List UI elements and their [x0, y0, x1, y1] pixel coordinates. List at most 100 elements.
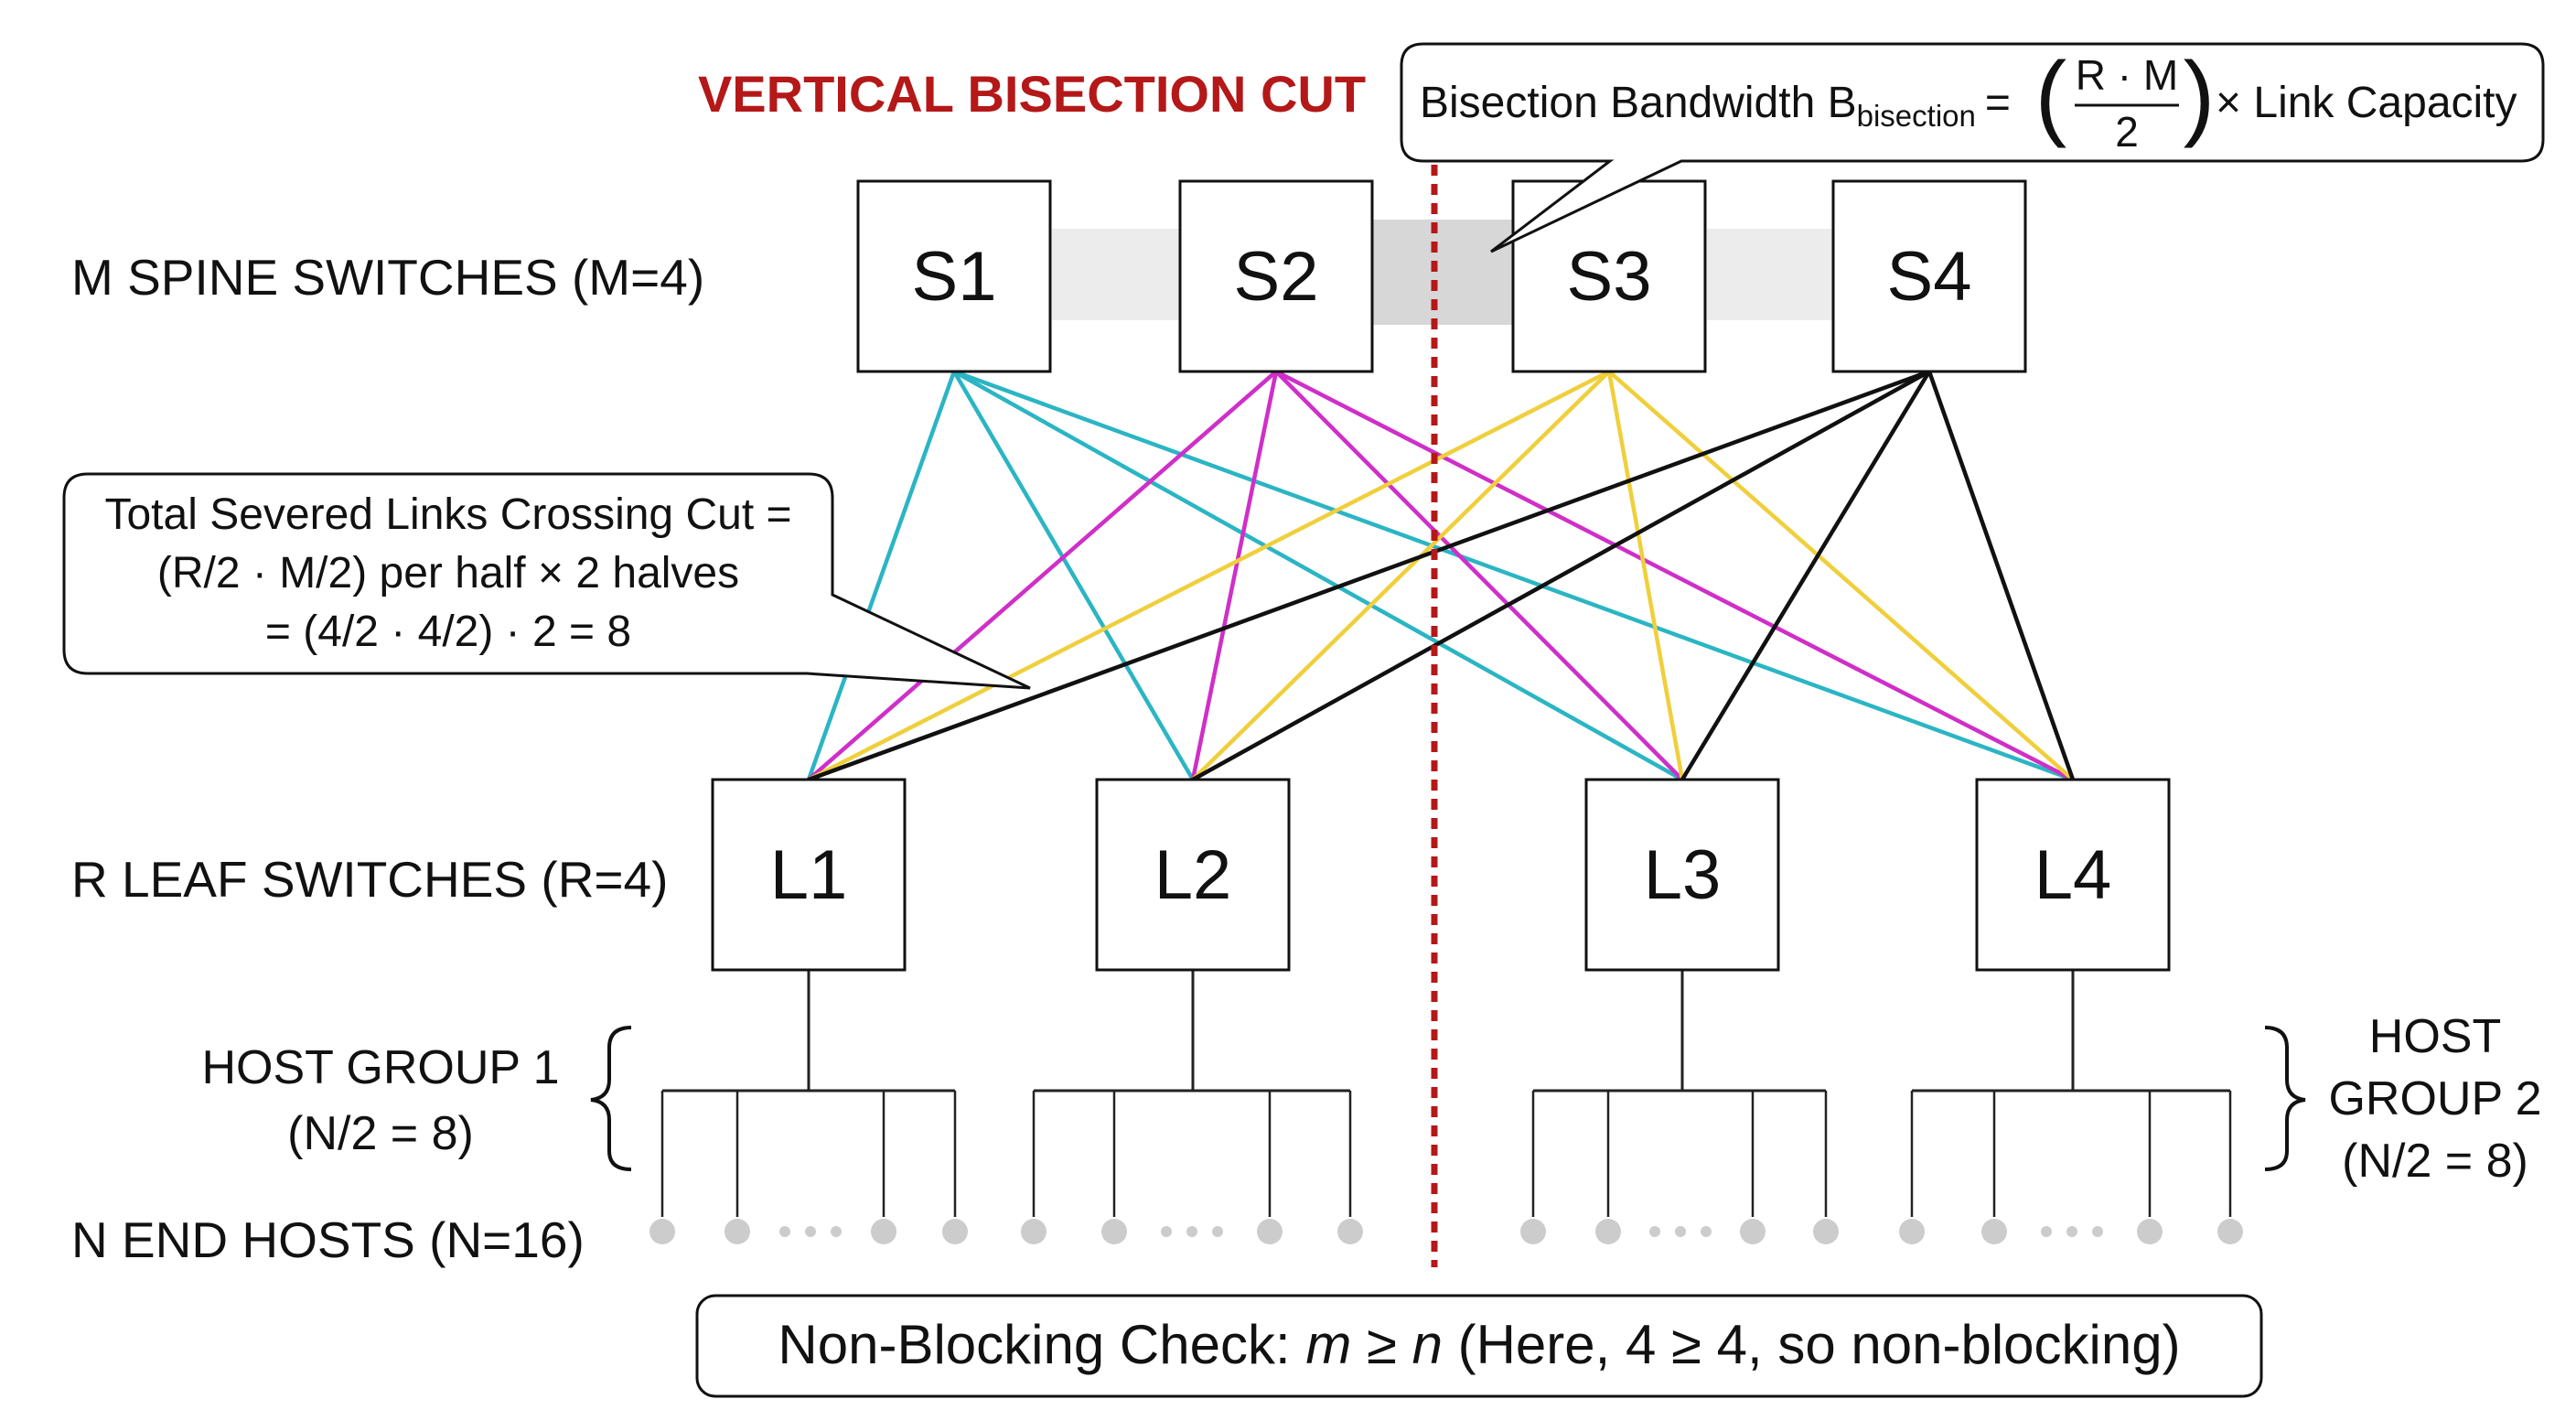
host-group-2-line-1: HOST	[2369, 1010, 2501, 1063]
link-s4-l4	[1927, 369, 2076, 782]
link-s3-l4	[1606, 369, 2076, 782]
bisection-cut-title: VERTICAL BISECTION CUT	[698, 65, 1366, 123]
host-ellipsis-dot	[1701, 1226, 1712, 1237]
check-m: m	[1305, 1314, 1351, 1375]
link-s3-l3	[1606, 369, 1685, 782]
link-s4-l3	[1680, 369, 1932, 782]
host-wiring	[660, 970, 2232, 1217]
formula-equals: =	[1985, 79, 2011, 127]
end-host	[649, 1219, 675, 1244]
host-ellipsis-dot	[1186, 1226, 1197, 1237]
check-ge: ≥	[1351, 1314, 1411, 1375]
host-group-1-count: (N/2 = 8)	[287, 1107, 474, 1160]
formula-denominator: 2	[2115, 108, 2139, 156]
spine-switch-s4: S4	[1831, 179, 2027, 373]
formula-paren-close: )	[2184, 43, 2216, 149]
severed-callout-bubble	[62, 472, 1031, 690]
formula-prefix: Bisection Bandwidth Bbisection =	[1420, 79, 2011, 133]
spine-shade-1	[1052, 229, 1180, 320]
link-s2-l3	[1273, 369, 1685, 782]
link-s1-l3	[951, 369, 1685, 782]
formula-suffix: × Link Capacity	[2216, 79, 2517, 127]
spine-label-s1: S1	[912, 238, 997, 316]
host-group-2-line-2: GROUP 2	[2328, 1072, 2541, 1125]
end-host	[1981, 1219, 2007, 1244]
host-ellipsis-dot	[805, 1226, 816, 1237]
link-s1-l1	[806, 369, 957, 782]
end-host	[1101, 1219, 1127, 1244]
end-host	[1520, 1219, 1546, 1244]
leaf-label-l1: L1	[770, 836, 848, 914]
spine-shade-2	[1372, 220, 1519, 325]
non-blocking-check-frame	[695, 1294, 2263, 1398]
host-ellipsis-dot	[1212, 1226, 1223, 1237]
link-s2-l4	[1273, 369, 2076, 782]
spine-label-s4: S4	[1887, 238, 1972, 316]
host-ellipsis-dot	[1161, 1226, 1172, 1237]
host-ellipsis-dot	[1649, 1226, 1660, 1237]
leaf-label-l4: L4	[2034, 836, 2112, 914]
formula-callout-bubble	[1400, 42, 2545, 253]
formula-main-text: Bisection Bandwidth B	[1420, 79, 1857, 127]
spine-label-s3: S3	[1567, 238, 1652, 316]
severed-line-2: (R/2 · M/2) per half × 2 halves	[157, 549, 739, 597]
leaf-row-label: R LEAF SWITCHES (R=4)	[71, 851, 668, 908]
leaf-switch-l4: L4	[1975, 778, 2171, 972]
host-group-1-brace	[590, 1026, 632, 1171]
end-hosts	[649, 1219, 2243, 1244]
host-ellipsis-dot	[1675, 1226, 1686, 1237]
link-s2-l2	[1190, 369, 1279, 782]
host-row-label: N END HOSTS (N=16)	[71, 1211, 585, 1268]
end-host	[942, 1219, 968, 1244]
end-host	[1021, 1219, 1046, 1244]
check-suffix: (Here, 4 ≥ 4, so non-blocking)	[1443, 1314, 2181, 1375]
link-s1-l2	[951, 369, 1196, 782]
end-host	[1257, 1219, 1283, 1244]
spine-label-s2: S2	[1234, 238, 1319, 316]
end-host	[1813, 1219, 1839, 1244]
link-s3-l1	[806, 369, 1612, 782]
severed-links-callout: Total Severed Links Crossing Cut = (R/2 …	[62, 472, 1031, 690]
host-ellipsis-dot	[2066, 1226, 2077, 1237]
host-ellipsis-dot	[831, 1226, 842, 1237]
leaf-label-l2: L2	[1154, 836, 1232, 914]
end-host	[871, 1219, 896, 1244]
host-group-2-count: (N/2 = 8)	[2342, 1135, 2528, 1188]
host-ellipsis-dot	[2041, 1226, 2052, 1237]
spine-shade-3	[1707, 229, 1835, 320]
end-host	[1337, 1219, 1363, 1244]
severed-line-3: = (4/2 · 4/2) · 2 = 8	[265, 608, 631, 656]
non-blocking-check-box: Non-Blocking Check: m ≥ n (Here, 4 ≥ 4, …	[695, 1294, 2263, 1398]
formula-numerator: R · M	[2076, 51, 2178, 99]
host-group-2-brace	[2264, 1026, 2306, 1171]
formula-paren-open: (	[2035, 43, 2067, 149]
formula-subscript: bisection	[1857, 99, 1976, 133]
check-prefix: Non-Blocking Check:	[778, 1314, 1305, 1375]
link-s1-l4	[951, 369, 2076, 782]
leaf-switch-l2: L2	[1095, 778, 1291, 972]
spine-leaf-links	[806, 369, 2076, 782]
end-host	[1595, 1219, 1621, 1244]
host-ellipsis-dot	[779, 1226, 790, 1237]
leaf-label-l3: L3	[1644, 836, 1722, 914]
spine-switch-s1: S1	[856, 179, 1052, 373]
link-s2-l1	[806, 369, 1279, 782]
leaf-switch-l1: L1	[711, 778, 907, 972]
spine-row-label: M SPINE SWITCHES (M=4)	[71, 249, 704, 306]
spine-switch-s3: S3	[1511, 179, 1707, 373]
end-host	[2217, 1219, 2243, 1244]
link-s3-l2	[1190, 369, 1612, 782]
end-host	[1899, 1219, 1925, 1244]
end-host	[2137, 1219, 2163, 1244]
leaf-switch-l3: L3	[1584, 778, 1780, 972]
check-n: n	[1412, 1314, 1443, 1375]
link-s4-l1	[806, 369, 1932, 782]
spine-switch-s2: S2	[1178, 179, 1374, 373]
non-blocking-check-text: Non-Blocking Check: m ≥ n (Here, 4 ≥ 4, …	[778, 1314, 2180, 1375]
link-s4-l2	[1190, 369, 1932, 782]
end-host	[1740, 1219, 1766, 1244]
formula-callout: Bisection Bandwidth Bbisection= ( R · M …	[1400, 42, 2545, 253]
host-group-1-title: HOST GROUP 1	[201, 1041, 559, 1094]
host-ellipsis-dot	[2092, 1226, 2103, 1237]
